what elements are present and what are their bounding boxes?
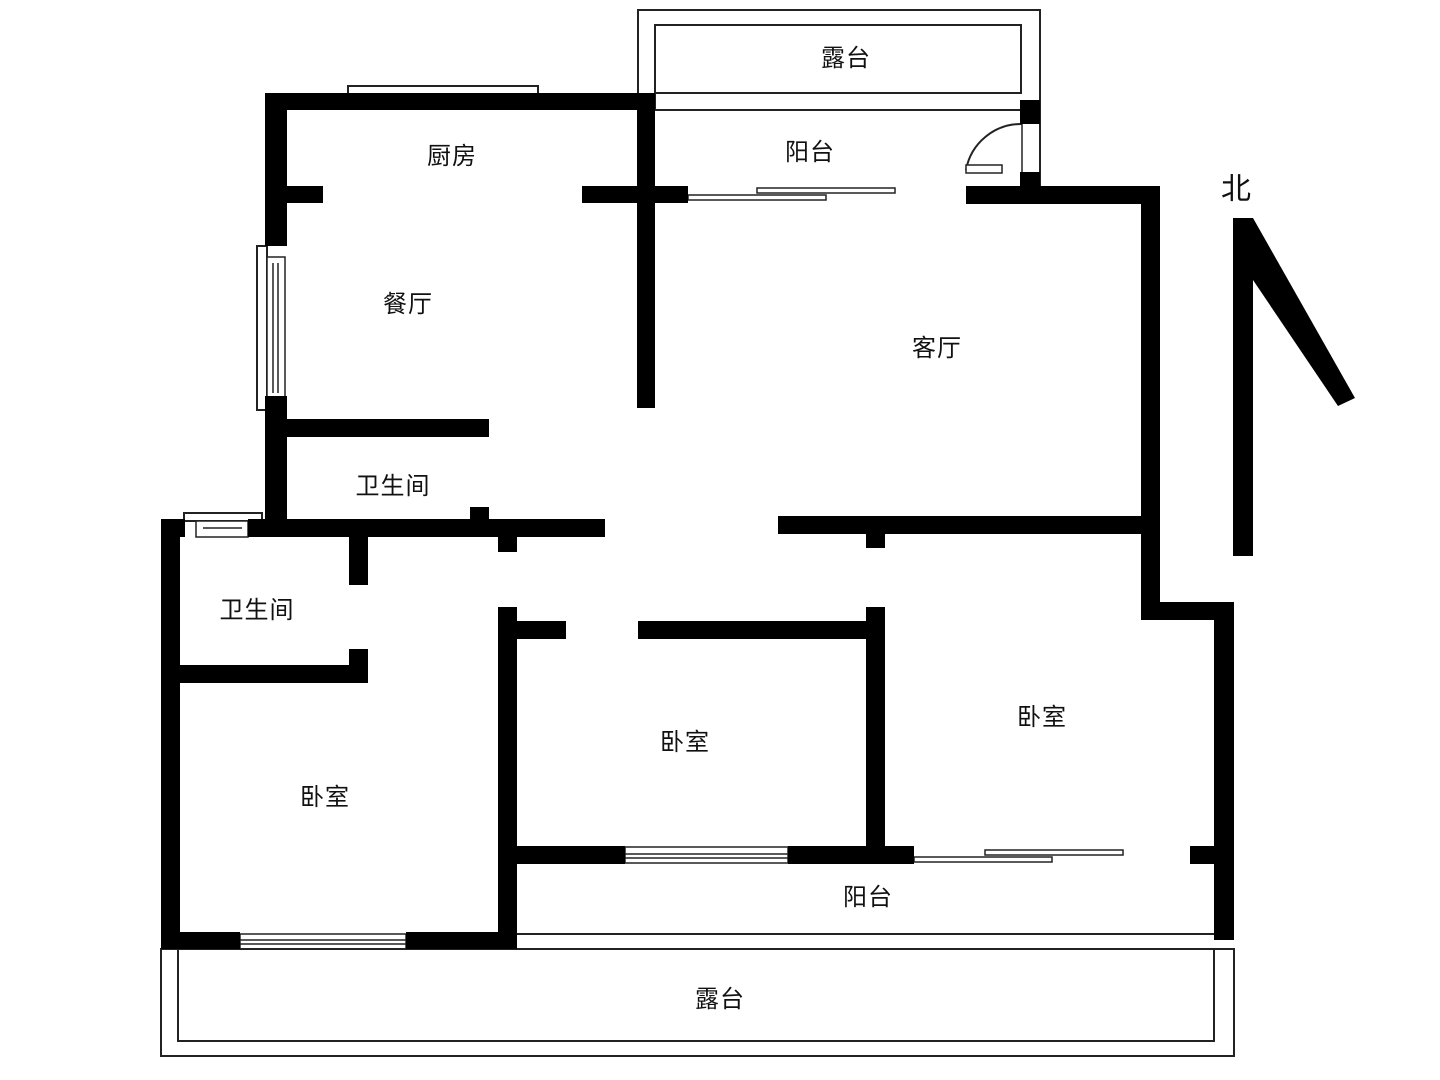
wall — [866, 534, 885, 548]
room-label-bathroom-2: 卫生间 — [219, 596, 295, 624]
wall — [1020, 100, 1040, 124]
wall — [349, 537, 368, 585]
wall — [778, 516, 1144, 534]
wall — [788, 846, 914, 864]
wall — [161, 519, 185, 537]
wall — [498, 607, 517, 949]
sliding-door-north — [756, 187, 896, 194]
room-label-bedroom-2: 卧室 — [660, 728, 710, 756]
wall — [180, 665, 368, 683]
wall — [1020, 172, 1040, 186]
wall — [287, 186, 323, 203]
room-label-terrace-south: 露台 — [695, 985, 745, 1013]
door-swing-arc — [965, 122, 1023, 171]
wall — [248, 519, 268, 537]
wall — [966, 186, 1160, 204]
wall — [406, 932, 517, 949]
room-label-bathroom-1: 卫生间 — [355, 472, 431, 500]
wall — [470, 507, 489, 521]
wall — [1141, 186, 1160, 606]
dining-window — [256, 245, 268, 411]
wall — [517, 846, 625, 864]
wall — [265, 93, 655, 110]
wall — [866, 607, 885, 863]
wall — [637, 93, 655, 408]
room-label-balcony-north: 阳台 — [785, 138, 835, 166]
wall — [287, 419, 489, 437]
wall — [1141, 602, 1234, 620]
wall — [582, 186, 688, 203]
bedroom-1-window — [239, 933, 407, 950]
wall — [265, 396, 287, 536]
room-label-terrace-north: 露台 — [821, 44, 871, 72]
wall — [1214, 602, 1234, 940]
sliding-door-south — [984, 849, 1124, 856]
wall — [638, 621, 885, 639]
wall — [517, 621, 566, 639]
wall — [265, 93, 287, 246]
room-label-dining-room: 餐厅 — [383, 290, 433, 318]
room-label-balcony-south: 阳台 — [843, 883, 893, 911]
wall — [498, 535, 517, 552]
room-label-kitchen: 厨房 — [427, 142, 477, 170]
north-arrow-icon — [1233, 218, 1355, 556]
wall — [161, 519, 180, 949]
wall — [265, 519, 605, 537]
room-label-bedroom-1: 卧室 — [300, 783, 350, 811]
room-label-living-room: 客厅 — [912, 334, 962, 362]
wall — [1190, 846, 1214, 864]
wall — [161, 932, 240, 949]
bedroom-2-window — [624, 846, 789, 864]
terrace-north-outline — [637, 9, 1041, 111]
room-label-bedroom-3: 卧室 — [1017, 703, 1067, 731]
north-label: 北 — [1221, 172, 1251, 207]
